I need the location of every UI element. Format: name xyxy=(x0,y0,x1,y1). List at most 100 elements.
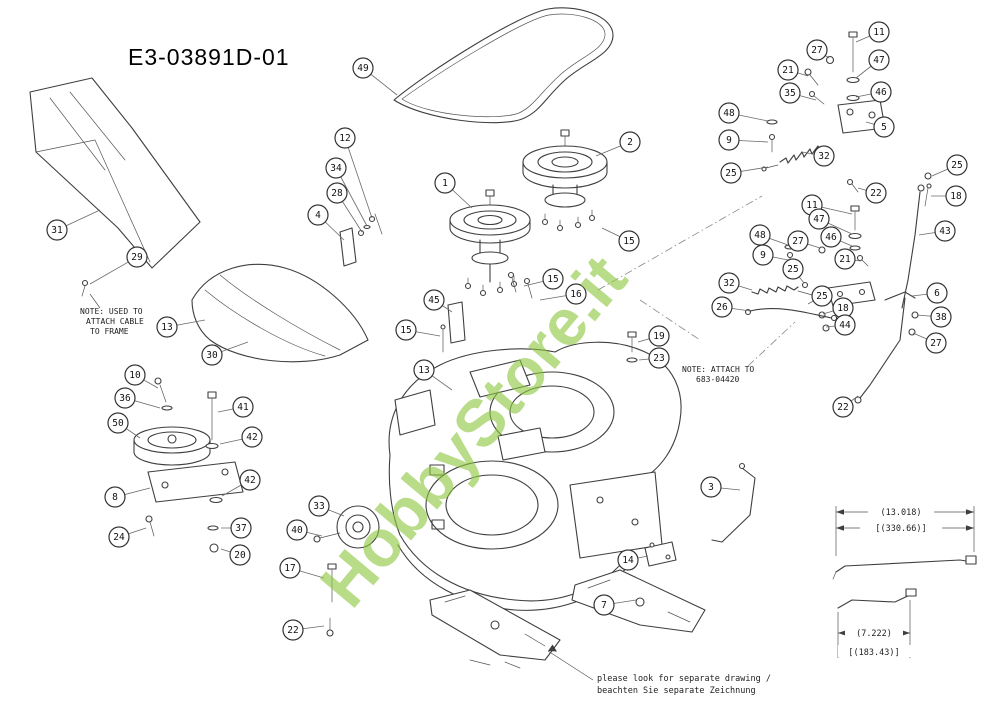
callout-balloon xyxy=(865,182,887,204)
callout-number: 22 xyxy=(287,625,298,636)
callout-balloon xyxy=(811,285,833,307)
callout-balloon xyxy=(868,21,890,43)
callout-number: 9 xyxy=(726,135,732,146)
callout-balloon xyxy=(230,517,252,539)
deck-cover xyxy=(191,263,369,363)
callout-number: 47 xyxy=(873,55,884,66)
callout-balloon xyxy=(926,282,948,304)
callout-22: 22 xyxy=(282,619,325,641)
callout-balloon xyxy=(832,396,854,418)
callout-47: 47 xyxy=(808,208,853,235)
callout-number: 19 xyxy=(653,331,665,342)
dimension-label-1-in: (13.018) xyxy=(881,508,922,518)
callout-25: 25 xyxy=(807,285,833,307)
callout-28: 28 xyxy=(326,182,363,233)
callout-number: 28 xyxy=(331,188,343,199)
callout-number: 25 xyxy=(816,291,827,302)
callout-balloon xyxy=(114,387,136,409)
callout-number: 16 xyxy=(570,289,582,300)
callout-balloon xyxy=(648,347,670,369)
footer-line2: beachten Sie separate Zeichnung xyxy=(597,686,756,696)
center-bolt-washer xyxy=(626,331,638,363)
callout-balloon xyxy=(124,364,146,386)
callout-balloon xyxy=(834,314,856,336)
callout-7: 7 xyxy=(593,594,637,616)
callout-balloon xyxy=(126,246,148,268)
callout-43: 43 xyxy=(918,220,956,242)
callout-9: 9 xyxy=(718,129,769,151)
callout-number: 22 xyxy=(837,402,848,413)
callout-48: 48 xyxy=(718,102,769,124)
note2-line2: 683-04420 xyxy=(696,375,740,384)
callout-number: 27 xyxy=(792,236,803,247)
callout-13: 13 xyxy=(156,316,206,338)
callout-26: 26 xyxy=(711,296,751,318)
callout-number: 50 xyxy=(112,418,124,429)
callout-balloon xyxy=(925,332,947,354)
idler-pulley-assembly xyxy=(133,377,244,553)
callout-number: 18 xyxy=(950,191,962,202)
callout-balloon xyxy=(718,129,740,151)
callout-number: 6 xyxy=(934,288,940,299)
callout-balloon xyxy=(423,289,445,311)
callout-10: 10 xyxy=(124,364,159,389)
callout-number: 20 xyxy=(234,550,246,561)
callout-25: 25 xyxy=(931,154,968,177)
callout-leader-line xyxy=(335,167,368,227)
callout-13: 13 xyxy=(413,359,453,391)
callout-number: 35 xyxy=(784,88,795,99)
callout-29: 29 xyxy=(89,246,148,285)
callout-23: 23 xyxy=(638,347,670,369)
callout-balloon xyxy=(229,544,251,566)
callout-balloon xyxy=(565,283,587,305)
spindle-assembly-left xyxy=(449,189,531,297)
center-bracket-hardware xyxy=(440,271,533,353)
callout-number: 11 xyxy=(873,27,885,38)
callout-number: 42 xyxy=(244,475,255,486)
callout-balloon xyxy=(930,306,952,328)
callout-balloon xyxy=(718,272,740,294)
cable-bracket-hardware xyxy=(339,213,383,267)
dimension-drawing: (13.018) [(330.66)] (7.222) [(183.43)] xyxy=(832,505,977,658)
callout-number: 23 xyxy=(653,353,664,364)
alignment-lines xyxy=(597,195,796,367)
callout-1: 1 xyxy=(434,172,473,209)
callout-22: 22 xyxy=(832,395,859,418)
callout-balloon xyxy=(201,344,223,366)
callout-balloon xyxy=(868,49,890,71)
callout-31: 31 xyxy=(46,209,101,241)
support-rod xyxy=(711,462,756,543)
callout-balloon xyxy=(46,219,68,241)
callout-number: 17 xyxy=(284,563,295,574)
callout-25: 25 xyxy=(720,162,769,184)
callout-47: 47 xyxy=(855,49,890,79)
callout-balloon xyxy=(806,39,828,61)
callout-number: 32 xyxy=(723,278,734,289)
callout-12: 12 xyxy=(334,127,373,219)
callout-4: 4 xyxy=(307,204,345,241)
callout-24: 24 xyxy=(108,526,147,548)
callout-49: 49 xyxy=(352,57,398,96)
callout-balloon xyxy=(787,230,809,252)
callout-number: 15 xyxy=(547,274,558,285)
dimension-label-2-mm: [(183.43)] xyxy=(848,648,899,658)
callout-balloon xyxy=(108,526,130,548)
callout-number: 18 xyxy=(837,303,849,314)
callout-22: 22 xyxy=(857,182,887,204)
callout-balloon xyxy=(307,204,329,226)
callout-37: 37 xyxy=(221,517,252,539)
callout-number: 49 xyxy=(357,63,369,74)
callout-number: 27 xyxy=(811,45,822,56)
callout-balloon xyxy=(325,157,347,179)
callout-balloon xyxy=(395,319,417,341)
callout-number: 33 xyxy=(313,501,324,512)
callout-number: 41 xyxy=(237,402,249,413)
callout-balloon xyxy=(352,57,374,79)
callout-balloon xyxy=(777,59,799,81)
callout-2: 2 xyxy=(595,131,641,157)
callout-15: 15 xyxy=(523,268,564,290)
callout-number: 2 xyxy=(627,137,633,148)
callout-balloon xyxy=(282,619,304,641)
callout-balloon xyxy=(945,185,967,207)
callout-number: 22 xyxy=(870,188,881,199)
